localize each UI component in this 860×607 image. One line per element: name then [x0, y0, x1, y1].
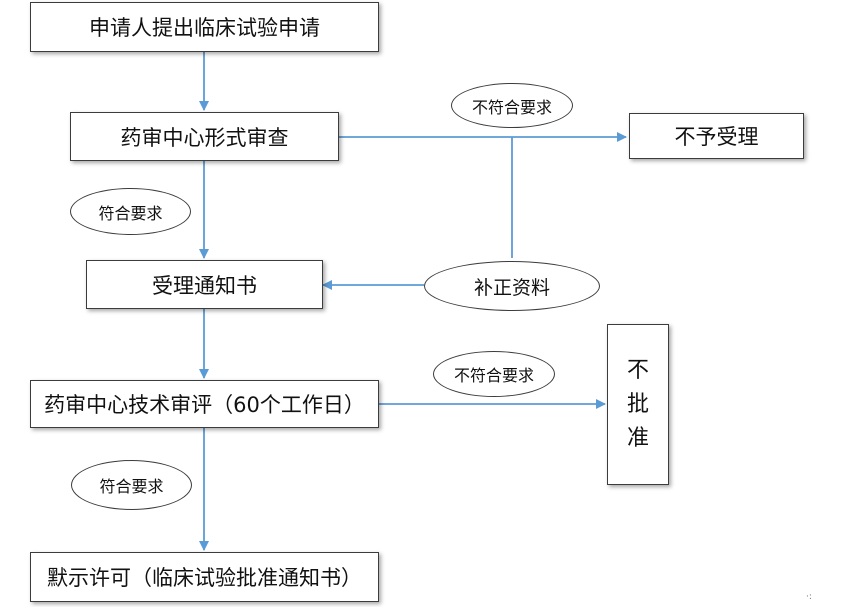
node-not-approved: 不 批 准 [607, 324, 669, 485]
label-supplement: 补正资料 [424, 261, 600, 311]
corner-mark: ·: [806, 592, 812, 602]
label-pass-formal: 符合要求 [70, 188, 191, 235]
node-formal-review: 药审中心形式审查 [70, 112, 339, 161]
node-tech-review: 药审中心技术审评（60个工作日） [30, 380, 379, 428]
label-pass-tech: 符合要求 [71, 460, 192, 510]
label-fail-formal: 不符合要求 [451, 83, 573, 128]
not-approved-char-3: 准 [626, 425, 649, 451]
node-reject-accept: 不予受理 [629, 113, 804, 159]
not-approved-char-2: 批 [626, 391, 649, 417]
node-apply: 申请人提出临床试验申请 [30, 2, 379, 52]
node-acceptance-notice: 受理通知书 [86, 260, 323, 309]
label-fail-tech: 不符合要求 [433, 351, 555, 397]
not-approved-char-1: 不 [626, 357, 649, 383]
node-implied-permit: 默示许可（临床试验批准通知书） [30, 552, 379, 602]
